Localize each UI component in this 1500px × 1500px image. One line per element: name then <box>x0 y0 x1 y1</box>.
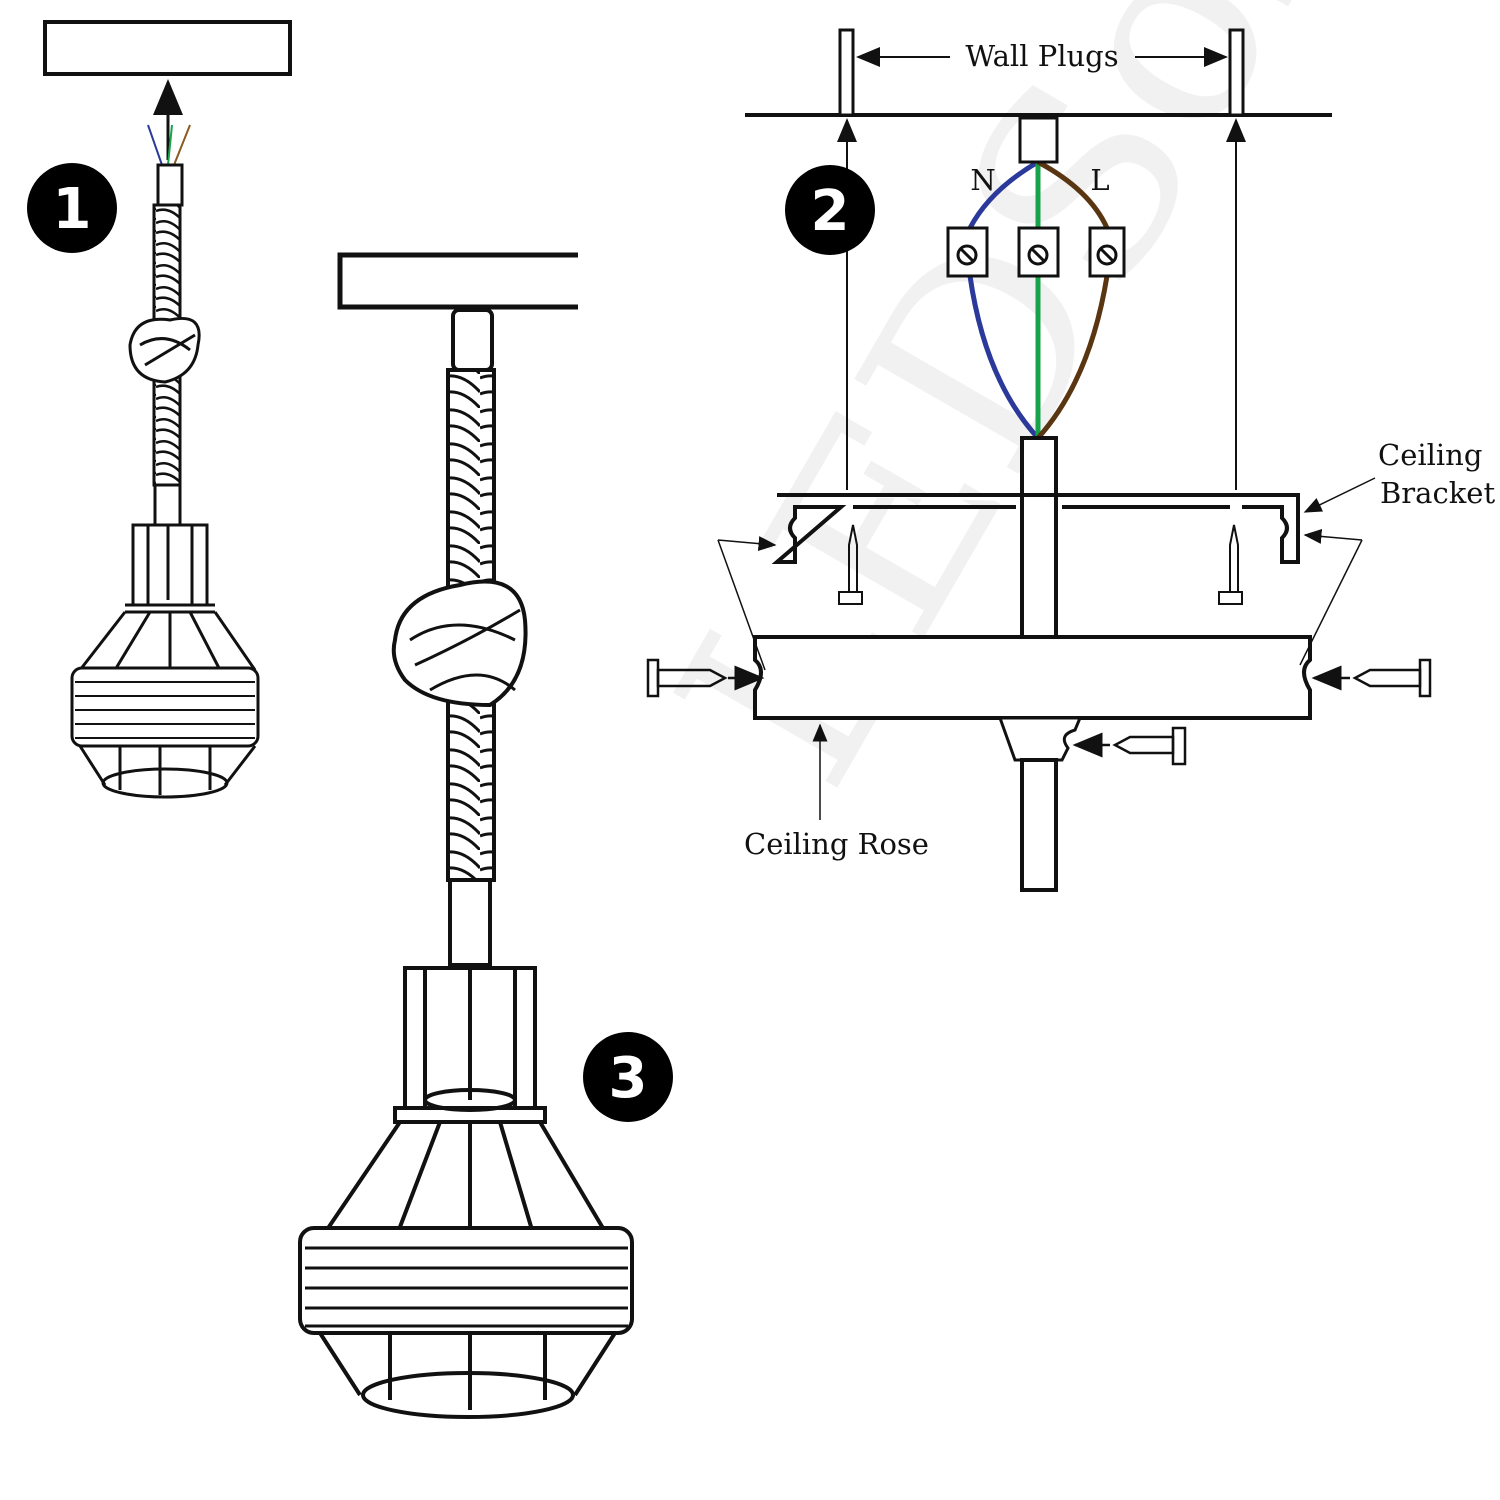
wall-plug-left <box>838 28 855 117</box>
ceiling-rose <box>753 635 1312 720</box>
step-3-badge <box>583 1032 673 1122</box>
wall-plugs-label: Wall Plugs <box>965 39 1118 73</box>
ceiling-plate <box>337 252 578 310</box>
step-1-pendant <box>43 20 292 799</box>
step-2-number: 2 <box>811 179 850 244</box>
live-label: L <box>1090 163 1109 197</box>
step-3-number: 3 <box>609 1046 648 1111</box>
step-1-number: 1 <box>53 177 92 242</box>
step-2-wiring-diagram <box>646 28 1432 892</box>
ceiling-rose-label: Ceiling Rose <box>744 827 929 861</box>
wall-plug-right <box>1228 28 1245 117</box>
ceiling-plate <box>43 20 292 76</box>
ceiling-bracket-label-2: Bracket <box>1380 476 1495 510</box>
step-1-badge <box>27 163 117 253</box>
ceiling-bracket-label-1: Ceiling <box>1378 438 1482 472</box>
neutral-label: N <box>970 163 995 197</box>
screw-icon <box>646 658 1432 766</box>
step-3-pendant <box>298 252 634 1419</box>
ceiling-bracket <box>771 493 1300 564</box>
terminal-block <box>946 226 1126 278</box>
step-2-badge <box>785 165 875 255</box>
